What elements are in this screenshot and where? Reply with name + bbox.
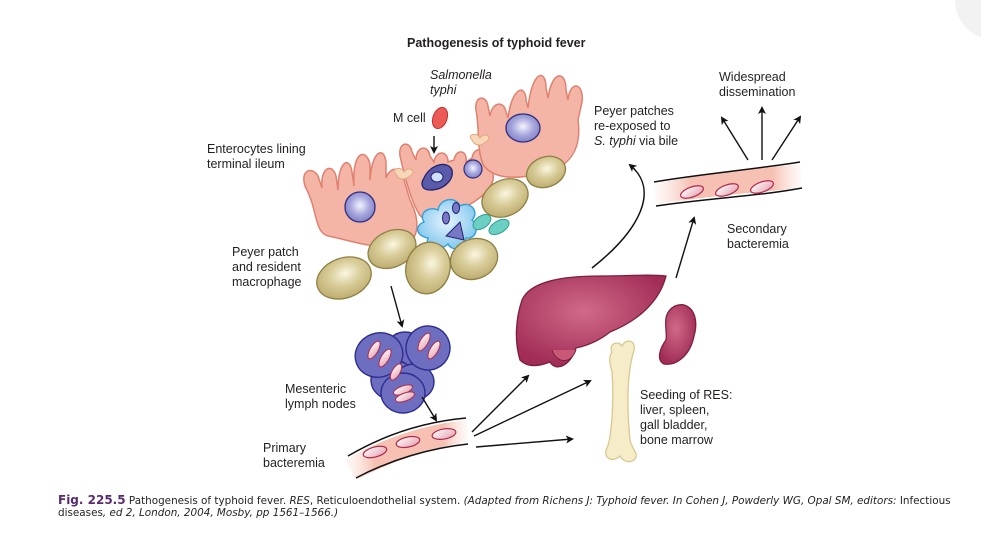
figure-caption: Fig. 225.5 Pathogenesis of typhoid fever… (58, 494, 968, 519)
arrow-to-lymph-nodes (390, 285, 405, 328)
arrow-to-bone (473, 379, 592, 437)
caption-abbreviation: RES (289, 495, 310, 507)
caption-source: (Adapted from Richens J: Typhoid fever. … (463, 495, 900, 507)
label-salmonella-genus: Salmonella (430, 68, 492, 82)
arrow-to-secondary-bacteremia (675, 216, 697, 279)
label-mesenteric-lymph-nodes: Mesenteric lymph nodes (285, 382, 356, 411)
label-reexposed-line3: via bile (635, 134, 679, 148)
label-m-cell: M cell (393, 111, 426, 125)
label-peyer-patch: Peyer patch and resident macrophage (232, 245, 302, 289)
macrophage (417, 199, 477, 250)
label-salmonella-species: typhi (430, 83, 457, 97)
label-reexposed-organism: S. typhi (594, 134, 636, 148)
peyer-patch-cells (316, 155, 567, 300)
arrow-dissemination-left (720, 116, 749, 161)
label-reexposed-line2: re-exposed to (594, 119, 671, 133)
arrow-dissemination-right (771, 115, 802, 161)
label-secondary-bacteremia: Secondary bacteremia (727, 222, 789, 251)
salmonella-bacterium (431, 106, 449, 130)
arrow-to-liver (471, 374, 530, 433)
caption-definition: , Reticuloendothelial system. (309, 495, 464, 507)
diagram-title: Pathogenesis of typhoid fever (407, 36, 586, 50)
liver (515, 274, 667, 368)
caption-text: Pathogenesis of typhoid fever. (125, 495, 290, 507)
label-reexposed-line1: Peyer patches (594, 104, 674, 118)
label-widespread-dissemination: Widespread dissemination (719, 70, 796, 99)
label-seeding-res: Seeding of RES: liver, spleen, gall blad… (640, 388, 733, 447)
teal-cell (488, 218, 510, 236)
label-primary-bacteremia: Primary bacteremia (263, 441, 325, 470)
enterocyte-right (475, 74, 583, 179)
tight-junction (393, 167, 414, 180)
bone (605, 340, 637, 463)
mesenteric-lymph-nodes (354, 325, 451, 414)
secondary-bacteremia-vessel (653, 161, 803, 207)
enterocyte-left (303, 152, 418, 248)
label-enterocytes: Enterocytes lining terminal ileum (207, 142, 306, 171)
teal-cell (472, 213, 492, 231)
caption-source-title: Infectious diseases (58, 495, 951, 519)
figure-number: Fig. 225.5 (58, 493, 126, 507)
spleen (658, 304, 697, 365)
arrow-bile-reexposure (591, 163, 645, 269)
arrow-to-bone-marrow (475, 435, 574, 448)
caption-source-details: , ed 2, London, 2004, Mosby, pp 1561–156… (102, 507, 339, 519)
arrow-to-primary-bacteremia (421, 396, 438, 422)
primary-bacteremia-vessel (345, 417, 469, 480)
tight-junction (469, 133, 490, 146)
